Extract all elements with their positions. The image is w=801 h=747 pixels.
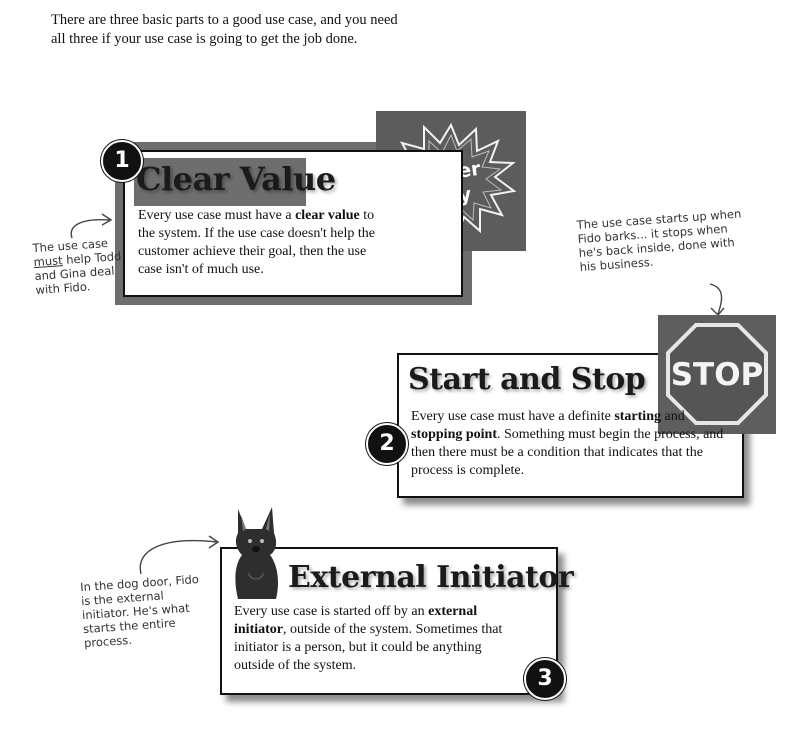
start-stop-term-start: starting xyxy=(614,409,661,424)
intro-line-1: There are three basic parts to a good us… xyxy=(51,12,398,28)
part-3-number-badge: 3 xyxy=(524,658,566,700)
part-2-number-badge: 2 xyxy=(366,423,408,465)
stop-sign-text: STOP xyxy=(671,357,764,393)
stop-sign-icon: STOP xyxy=(666,323,768,425)
note-start-stop-text: The use case starts up when Fido barks..… xyxy=(576,206,742,274)
external-initiator-text-a: Every use case is started off by an xyxy=(234,604,429,619)
external-initiator-text-c: , outside of the system. Sometimes that … xyxy=(234,622,503,673)
external-initiator-text: Every use case is started off by an exte… xyxy=(234,603,519,675)
arrow-to-stop-sign-icon xyxy=(709,283,725,317)
note-initiator: In the dog door, Fido is the external in… xyxy=(80,572,205,650)
start-stop-text-a: Every use case must have a definite xyxy=(411,409,615,424)
clear-value-text-a: Every use case must have a xyxy=(138,208,296,223)
clear-value-text-c: to the system. If the use case doesn't h… xyxy=(138,208,375,277)
note-clear-value: The use case must help Todd and Gina dea… xyxy=(32,235,126,297)
start-stop-text-e: . Something must begin the process, and … xyxy=(411,427,724,478)
clear-value-title: Clear Value xyxy=(136,160,336,198)
clear-value-term: clear value xyxy=(295,208,360,223)
arrow-to-dog-icon xyxy=(139,535,220,575)
external-initiator-term: external initiator xyxy=(234,604,478,637)
clear-value-text: Every use case must have a clear value t… xyxy=(138,207,388,279)
part-1-number-badge: 1 xyxy=(101,140,143,182)
intro-paragraph: There are three basic parts to a good us… xyxy=(51,11,471,49)
intro-line-2: all three if your use case is going to g… xyxy=(51,31,358,47)
note-start-stop: The use case starts up when Fido barks..… xyxy=(576,206,751,274)
note-initiator-text: In the dog door, Fido is the external in… xyxy=(79,571,200,651)
external-initiator-title: External Initiator xyxy=(288,560,574,595)
stop-sign-panel: STOP xyxy=(658,315,776,434)
dog-fido-image xyxy=(235,507,278,599)
start-stop-term-stop: stopping point xyxy=(411,427,497,442)
start-stop-text: Every use case must have a definite star… xyxy=(411,408,736,480)
start-stop-text-c: and xyxy=(660,409,685,424)
arrow-to-clear-value-icon xyxy=(70,213,113,239)
clear-value-title-band xyxy=(134,158,306,206)
start-stop-title: Start and Stop xyxy=(408,362,646,397)
